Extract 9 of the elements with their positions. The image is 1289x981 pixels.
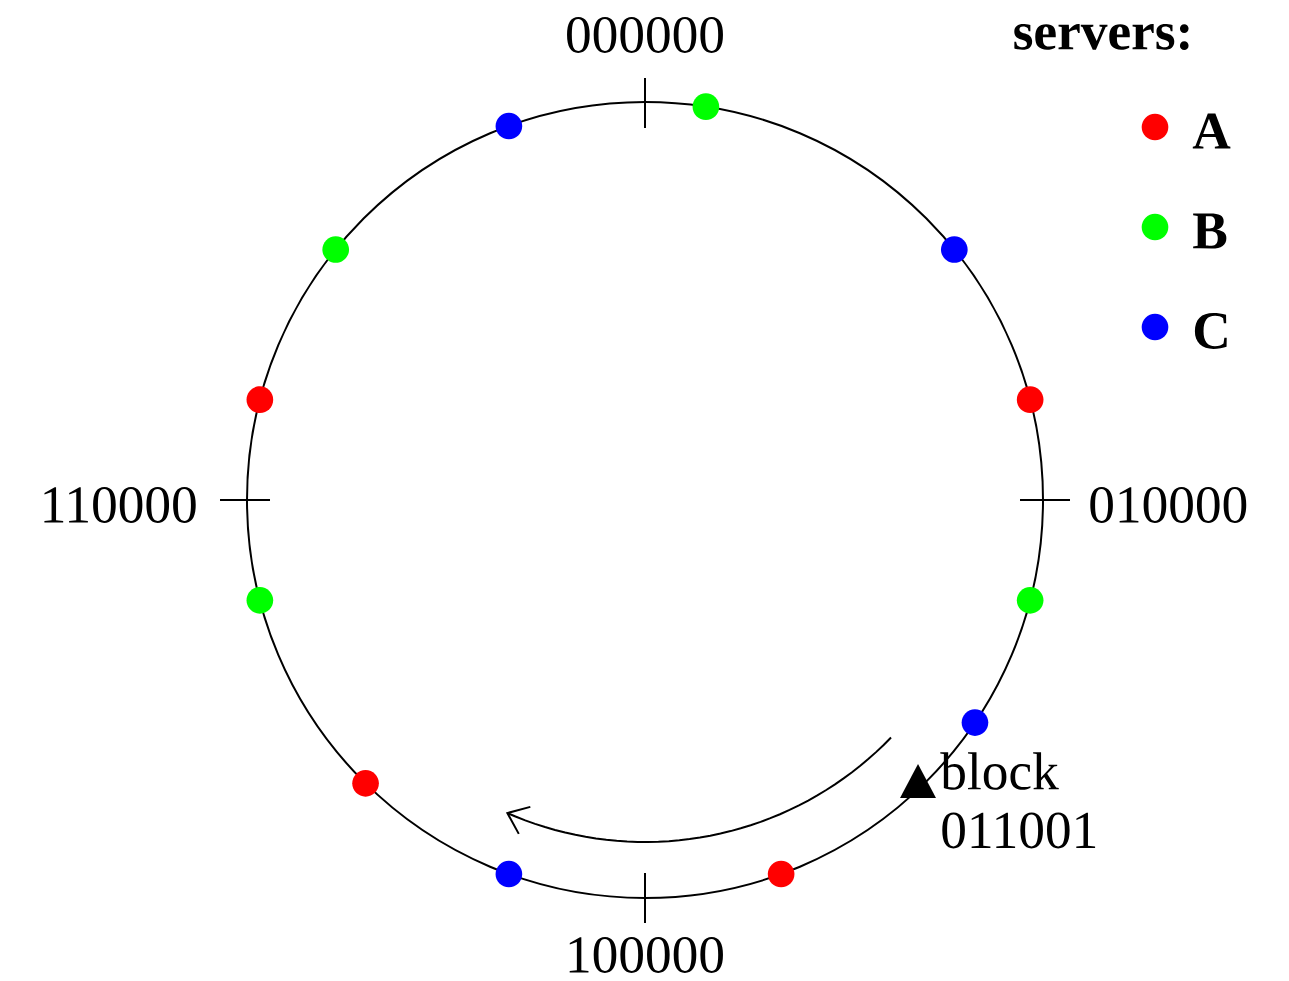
legend-label: A [1192, 113, 1231, 149]
legend-title: servers: [1014, 24, 1189, 50]
legend-label: B [1193, 213, 1227, 249]
block-label: block 011001 [940, 752, 1096, 849]
tick-label: 000000 [567, 17, 723, 53]
legend-label: C [1194, 313, 1227, 349]
tick-label: 010000 [1090, 487, 1247, 523]
tick-label: 110000 [44, 487, 196, 523]
tick-label: 100000 [569, 937, 723, 973]
